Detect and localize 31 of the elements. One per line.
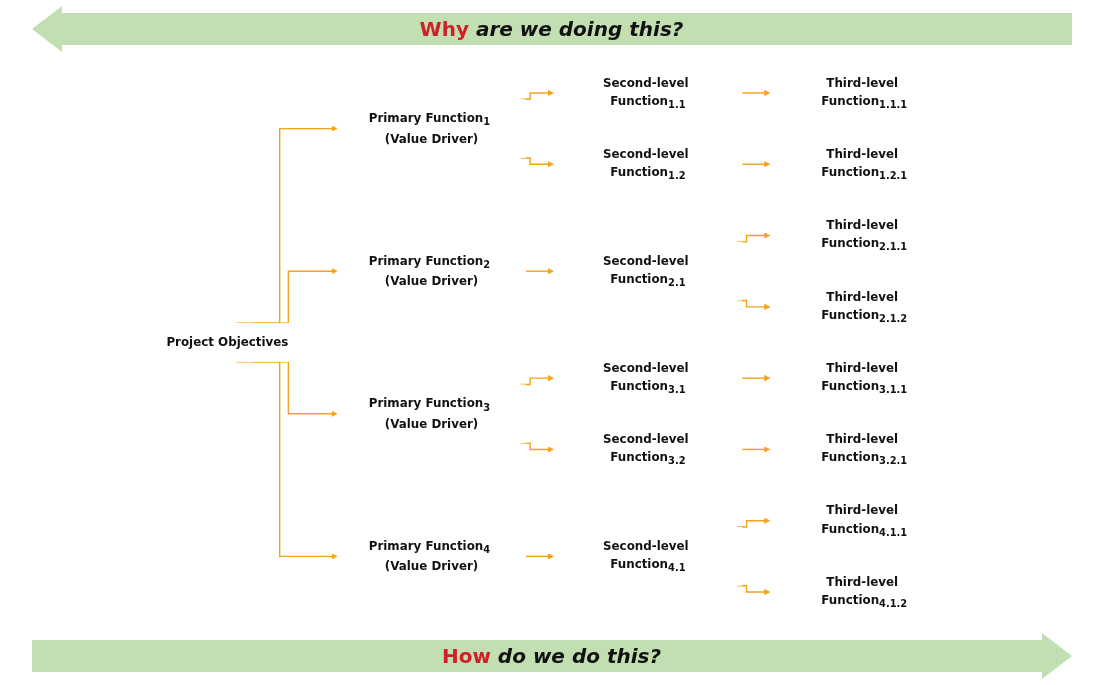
node-text: Second-level Function$_{3.1}$: [602, 360, 689, 395]
node-text: Third-level Function$_{2.1.1}$: [820, 218, 907, 253]
node-text: Second-level Function$_{1.1}$: [602, 75, 689, 110]
node-text: Third-level Function$_{4.1.1}$: [820, 503, 907, 538]
node-text: Third-level Function$_{3.1.1}$: [820, 360, 907, 395]
arrow: [524, 268, 554, 275]
node-text: Second-level Function$_{1.2}$: [602, 146, 689, 181]
node-text: Third-level Function$_{1.1.1}$: [820, 75, 907, 110]
node-text: Primary Function$_{1}$ (Value Driver): [368, 111, 490, 146]
arrow: [234, 361, 338, 560]
arrow-label: Why are we doing this?: [419, 17, 684, 41]
node-text: Third-level Function$_{3.2.1}$: [820, 431, 907, 467]
node-text: Primary Function$_{3}$ (Value Driver): [368, 396, 490, 431]
arrow: [735, 517, 770, 528]
arrow: [740, 89, 770, 96]
arrow: [740, 375, 770, 382]
arrow: [519, 157, 554, 168]
node-text: Second-level Function$_{4.1}$: [602, 538, 689, 574]
arrow-label: How do we do this?: [441, 644, 662, 668]
arrow: [524, 553, 554, 560]
arrow: [740, 446, 770, 453]
arrow: [740, 161, 770, 168]
node-text: Second-level Function$_{3.2}$: [602, 431, 689, 467]
arrow: [234, 125, 338, 324]
node-text: Primary Function$_{4}$ (Value Driver): [368, 538, 490, 573]
node-text: Second-level Function$_{2.1}$: [602, 253, 689, 288]
node-text: Third-level Function$_{4.1.2}$: [820, 574, 907, 609]
arrow: [252, 268, 338, 324]
node-text: Third-level Function$_{1.2.1}$: [820, 146, 907, 181]
node-text: Primary Function$_{2}$ (Value Driver): [368, 253, 490, 288]
node-text: Third-level Function$_{2.1.2}$: [820, 289, 907, 324]
